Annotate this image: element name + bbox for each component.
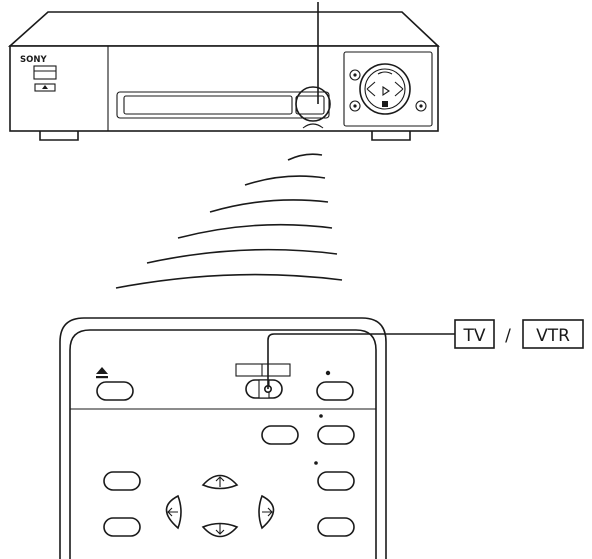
arrow-down-icon bbox=[215, 524, 225, 535]
tv-vtr-label: TV / VTR bbox=[454, 319, 584, 349]
vcr-button-top-left-dot bbox=[353, 73, 357, 77]
arrow-up-icon bbox=[215, 476, 225, 487]
vcr-unit: SONY bbox=[7, 11, 441, 141]
vcr-dial-top-key bbox=[377, 71, 393, 75]
remote-button-row3-left[interactable] bbox=[103, 471, 141, 491]
tv-label: TV bbox=[462, 326, 485, 346]
signal-wave-3 bbox=[209, 199, 329, 213]
switch-label-plate bbox=[235, 363, 291, 377]
switch-callout-line bbox=[267, 333, 455, 389]
indicator-dot-3 bbox=[314, 461, 318, 465]
record-button[interactable] bbox=[316, 381, 354, 401]
arrow-left-icon bbox=[167, 507, 178, 517]
vtr-label-box bbox=[522, 319, 584, 349]
eject-icon bbox=[96, 367, 108, 374]
signal-wave-2 bbox=[244, 175, 326, 186]
vcr-control-area bbox=[343, 51, 433, 127]
vcr-foot-left bbox=[39, 131, 79, 141]
remote-body-outer bbox=[59, 317, 387, 559]
vcr-button-bottom-left-dot bbox=[353, 104, 357, 108]
vcr-eject-icon bbox=[42, 85, 48, 89]
indicator-dot-2 bbox=[319, 414, 323, 418]
vcr-display-inner bbox=[123, 95, 293, 115]
tv-label-box bbox=[454, 319, 495, 349]
vcr-brand-logo: SONY bbox=[20, 55, 47, 65]
remote-button-row3-right[interactable] bbox=[317, 471, 355, 491]
label-separator: / bbox=[505, 326, 511, 346]
stop-icon bbox=[382, 101, 388, 107]
vcr-jog-dial[interactable] bbox=[359, 63, 411, 115]
vcr-top-panel bbox=[7, 11, 441, 47]
vcr-jog-dial-inner bbox=[364, 68, 406, 110]
eject-icon-bar bbox=[96, 376, 108, 379]
play-icon bbox=[382, 85, 390, 97]
vtr-label: VTR bbox=[536, 326, 570, 346]
vcr-jog-marks bbox=[366, 81, 404, 97]
remote-button-row2-left[interactable] bbox=[261, 425, 299, 445]
eject-button[interactable] bbox=[96, 381, 134, 401]
remote-control bbox=[59, 317, 387, 559]
signal-wave-6 bbox=[115, 273, 343, 289]
signal-wave-4 bbox=[177, 223, 333, 239]
remote-face-panel bbox=[69, 329, 377, 559]
remote-button-row4-right[interactable] bbox=[317, 517, 355, 537]
remote-button-row2-right[interactable] bbox=[317, 425, 355, 445]
vcr-display-window bbox=[116, 91, 330, 119]
vcr-button-bottom-right-dot bbox=[419, 104, 423, 108]
infrared-signal-waves bbox=[115, 153, 343, 289]
arrow-right-icon bbox=[262, 507, 273, 517]
remote-button-row4-left[interactable] bbox=[103, 517, 141, 537]
signal-wave-1 bbox=[287, 153, 323, 161]
record-indicator-dot bbox=[325, 370, 331, 376]
vcr-power-button[interactable] bbox=[33, 65, 57, 80]
vcr-remote-sensor bbox=[295, 86, 331, 122]
vcr-foot-right bbox=[371, 131, 411, 141]
signal-wave-5 bbox=[146, 248, 338, 264]
vcr-sensor-lens bbox=[302, 123, 324, 129]
